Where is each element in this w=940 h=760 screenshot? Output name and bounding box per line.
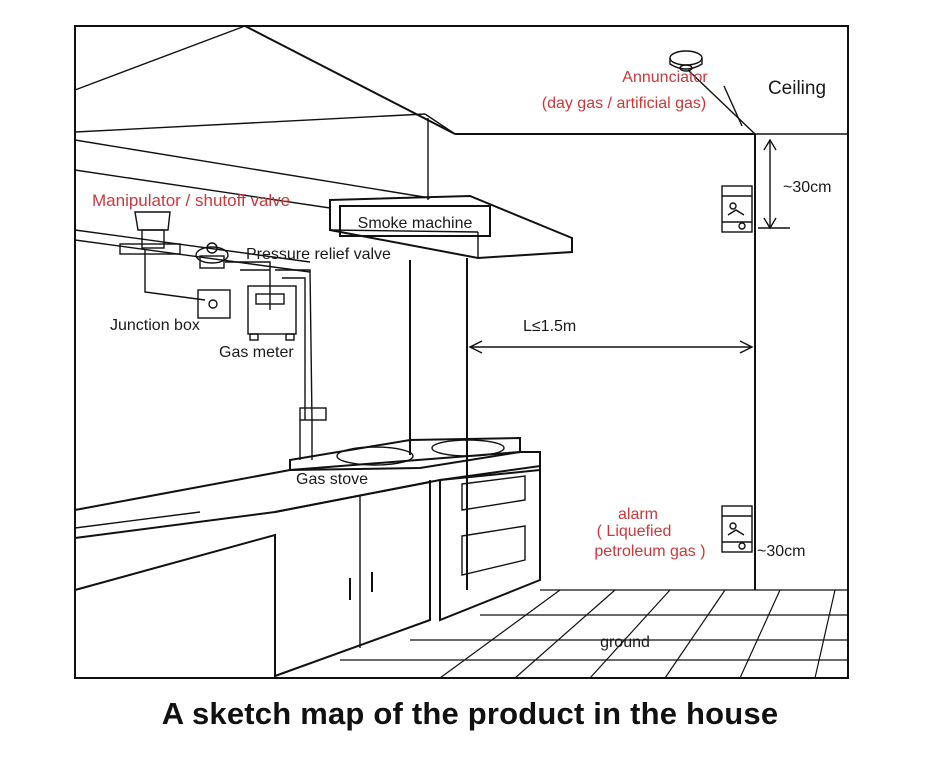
figure-caption: A sketch map of the product in the house [0,696,940,732]
annunciator-label: Annunciator [622,69,708,86]
distance-dimension [470,341,752,353]
upper-alarm-icon [722,186,752,232]
stove-connector [300,408,326,420]
pressure-relief-label: Pressure relief valve [246,246,391,263]
distance-label: L≤1.5m [523,318,576,335]
smoke-machine-label: Smoke machine [358,215,473,232]
gas-stove-label: Gas stove [296,471,368,488]
ceiling-bulkhead [75,26,848,134]
ground-label: ground [600,634,650,651]
annunciator-sub-label: (day gas / artificial gas) [542,95,707,112]
manipulator-label: Manipulator / shutoff valve [92,191,290,210]
lower-alarm-icon [722,506,752,552]
alarm-label-line2: ( Liquefied [597,523,672,540]
hood-chimney [410,258,467,590]
lower-cabinets [275,466,540,676]
bottom-offset-label: ~30cm [757,543,805,560]
top-offset-label: ~30cm [783,179,831,196]
junction-box-label: Junction box [110,317,200,334]
gas-meter-label: Gas meter [219,344,294,361]
junction-box-icon [198,290,230,318]
gas-meter-icon [248,286,296,340]
alarm-label-line3: petroleum gas ) [594,543,705,560]
ceiling-label: Ceiling [768,78,826,99]
ceiling-detector-icon [670,51,702,71]
floor-grid [275,590,848,678]
alarm-label-line1: alarm [618,506,658,523]
sketch-frame [75,26,848,678]
